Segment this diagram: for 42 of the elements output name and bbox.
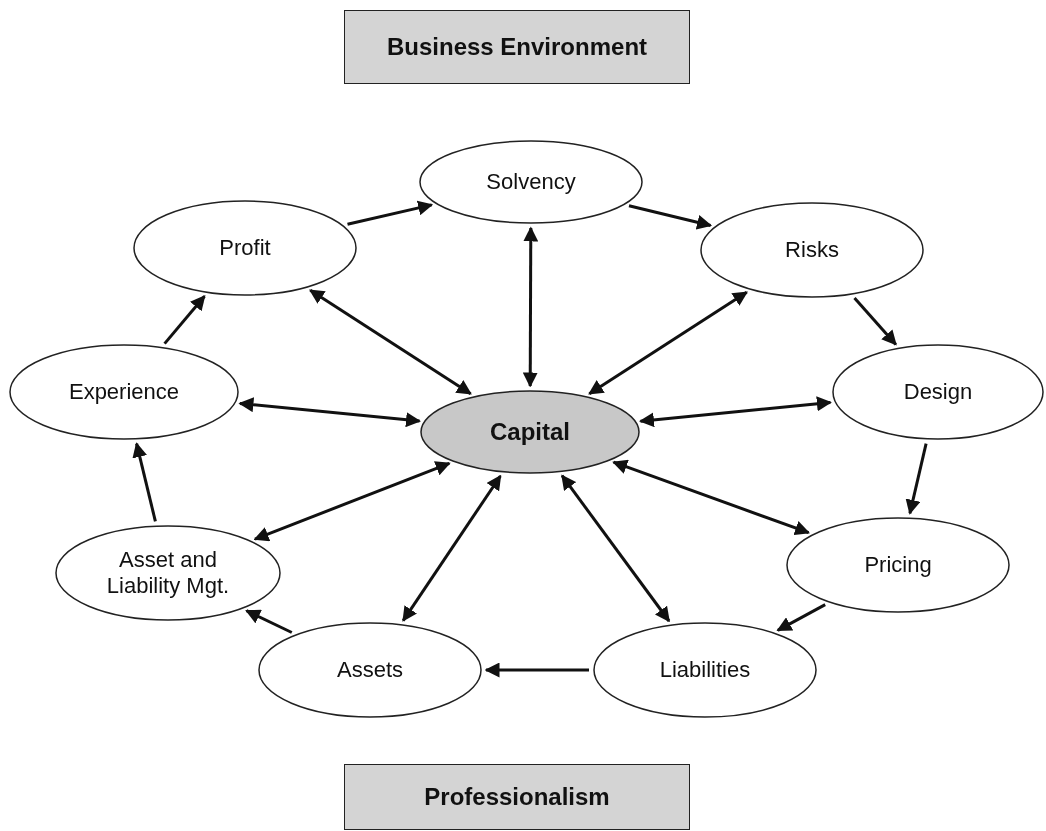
arrow	[639, 396, 832, 428]
ellipse-node	[133, 200, 357, 296]
arrow	[163, 295, 206, 345]
ellipse-node	[55, 525, 281, 621]
arrow	[309, 288, 472, 395]
arrow	[347, 200, 434, 226]
node-label: Experience	[68, 378, 180, 406]
node-label: Business Environment	[386, 32, 648, 62]
node-label: Capital	[490, 417, 570, 447]
node-label: Asset and Liability Mgt.	[105, 546, 231, 600]
ellipse-node	[9, 344, 239, 440]
arrow	[560, 474, 671, 623]
node-label: Pricing	[864, 551, 932, 579]
title-box	[344, 10, 690, 84]
node-label: Risks	[785, 236, 839, 264]
ellipse-node	[258, 622, 482, 718]
arrow	[612, 459, 810, 536]
ellipse-node	[832, 344, 1044, 440]
arrow	[522, 226, 539, 388]
ellipse-node	[420, 390, 640, 474]
arrow	[905, 443, 928, 515]
node-label: Assets	[337, 656, 403, 684]
arrow	[238, 397, 421, 428]
arrow	[245, 609, 293, 634]
arrow	[588, 290, 748, 395]
node-label: Solvency	[486, 168, 576, 196]
arrow	[628, 204, 713, 230]
node-label: Design	[903, 378, 973, 406]
ellipse-node	[419, 140, 643, 224]
arrow	[484, 662, 589, 678]
ellipse-node	[593, 622, 817, 718]
ellipse-node	[700, 202, 924, 298]
arrow	[132, 442, 157, 522]
arrow	[853, 296, 897, 346]
node-label: Professionalism	[424, 782, 610, 812]
node-label: Profit	[219, 234, 271, 262]
ellipse-node	[786, 517, 1010, 613]
arrow	[776, 603, 826, 632]
arrow	[253, 461, 451, 542]
title-box	[344, 764, 690, 830]
arrow	[401, 474, 502, 622]
node-label: Liabilities	[659, 656, 751, 684]
